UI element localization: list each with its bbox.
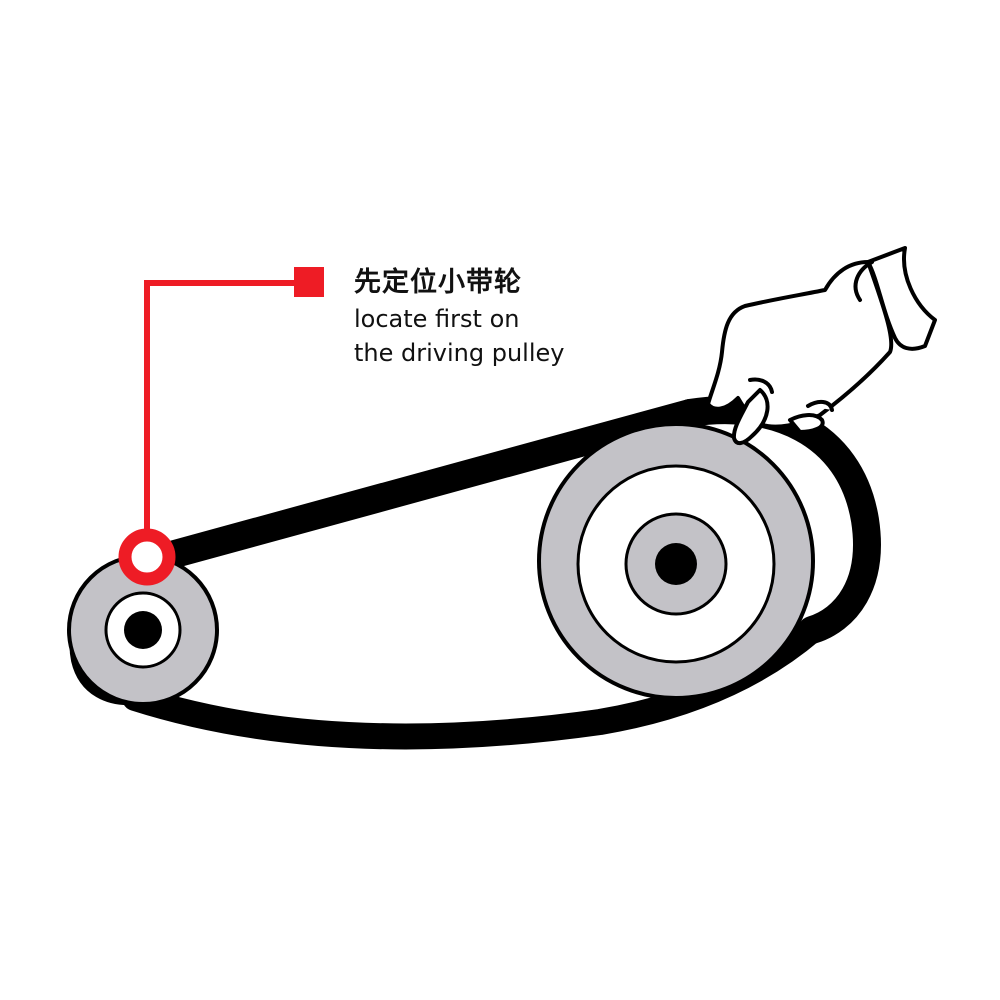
large-driven-pulley (537, 422, 815, 700)
callout-leader-line (144, 280, 308, 535)
callout-title-zh: 先定位小带轮 (354, 267, 522, 298)
hand-pressing-belt-icon (706, 246, 937, 445)
callout-caption-line2: the driving pulley (354, 339, 565, 367)
small-driving-pulley (67, 554, 219, 706)
belt-upper-run (128, 399, 704, 577)
callout-square-marker (294, 267, 324, 297)
callout-text: 先定位小带轮 locate first on the driving pulle… (354, 264, 654, 370)
callout-caption-line1: locate first on (354, 305, 520, 333)
locate-point-marker (118, 528, 176, 586)
